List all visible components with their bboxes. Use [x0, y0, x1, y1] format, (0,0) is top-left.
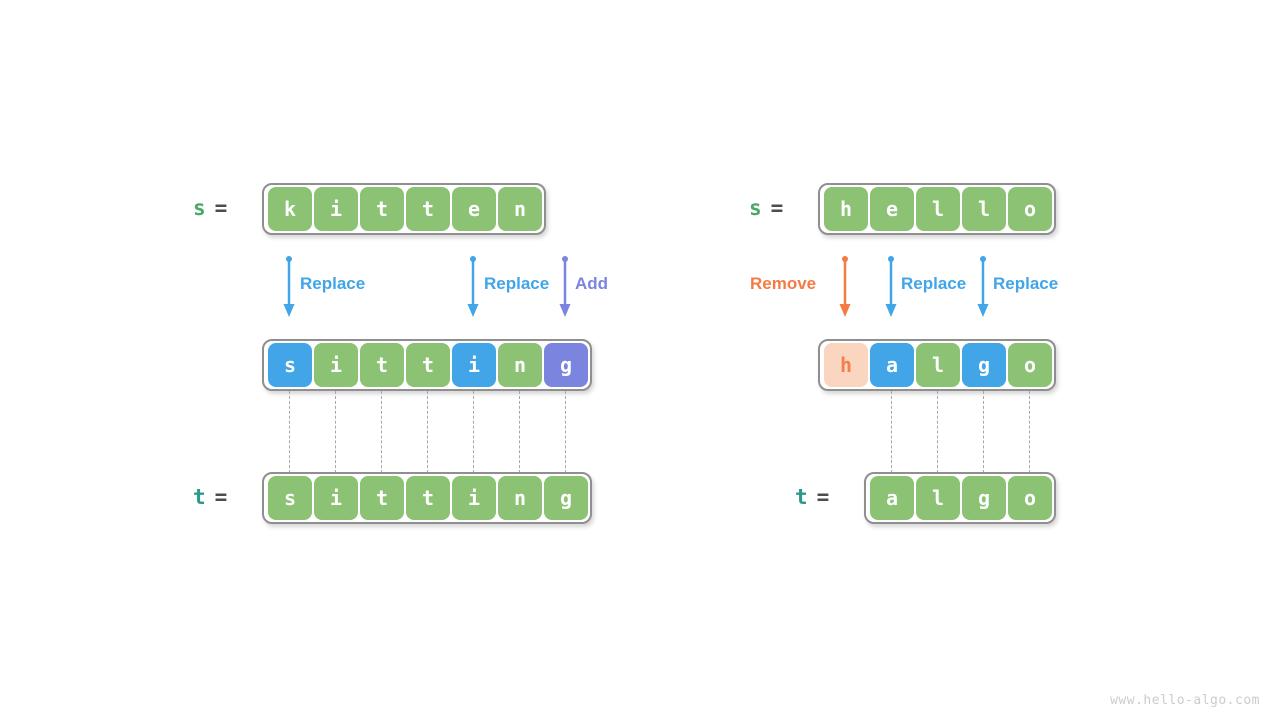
array-cell: g	[962, 476, 1006, 520]
operation-label-replace-1-right: Replace	[901, 274, 967, 293]
connector-line	[381, 391, 382, 473]
connector-line	[1029, 391, 1030, 473]
equals-sign-left-target: =	[214, 485, 228, 509]
target-array-left: s i t t i n g	[262, 472, 592, 524]
array-cell: o	[1008, 476, 1052, 520]
equals-sign-left-source: =	[214, 196, 228, 220]
array-cell: g	[962, 343, 1006, 387]
operation-label-remove: Remove	[750, 274, 817, 293]
connector-line	[565, 391, 566, 473]
equals-sign-right-target: =	[816, 485, 830, 509]
connector-line	[335, 391, 336, 473]
target-label-left: t=	[193, 487, 227, 508]
array-cell: n	[498, 187, 542, 231]
array-cell: h	[824, 343, 868, 387]
array-cell: s	[268, 343, 312, 387]
watermark: www.hello-algo.com	[1110, 693, 1260, 708]
array-cell: k	[268, 187, 312, 231]
source-array-left: k i t t e n	[262, 183, 546, 235]
target-var-name-left: t	[193, 485, 206, 509]
array-cell: i	[452, 343, 496, 387]
array-cell: a	[870, 476, 914, 520]
array-cell: n	[498, 343, 542, 387]
intermediate-array-right: h a l g o	[818, 339, 1056, 391]
operation-label-replace-2-right: Replace	[993, 274, 1059, 293]
array-cell: e	[870, 187, 914, 231]
array-cell: o	[1008, 343, 1052, 387]
connector-line	[891, 391, 892, 473]
array-cell: t	[406, 343, 450, 387]
operation-arrow-replace	[884, 256, 898, 318]
array-cell: l	[916, 343, 960, 387]
array-cell: l	[962, 187, 1006, 231]
array-cell: i	[314, 476, 358, 520]
connector-line	[289, 391, 290, 473]
array-cell: s	[268, 476, 312, 520]
operation-label-replace-1: Replace	[300, 274, 366, 293]
source-var-name-right: s	[749, 196, 762, 220]
connector-line	[983, 391, 984, 473]
array-cell: g	[544, 476, 588, 520]
equals-sign-right-source: =	[770, 196, 784, 220]
intermediate-array-left: s i t t i n g	[262, 339, 592, 391]
operation-arrow-remove	[838, 256, 852, 318]
target-var-name-right: t	[795, 485, 808, 509]
connector-line	[473, 391, 474, 473]
array-cell: l	[916, 476, 960, 520]
source-label-right: s=	[749, 198, 783, 219]
array-cell: n	[498, 476, 542, 520]
array-cell: t	[406, 187, 450, 231]
connector-line	[427, 391, 428, 473]
array-cell: t	[406, 476, 450, 520]
array-cell: t	[360, 187, 404, 231]
target-label-right: t=	[795, 487, 829, 508]
array-cell: t	[360, 476, 404, 520]
array-cell: i	[452, 476, 496, 520]
target-array-right: a l g o	[864, 472, 1056, 524]
source-array-right: h e l l o	[818, 183, 1056, 235]
source-var-name-left: s	[193, 196, 206, 220]
operation-label-replace-2: Replace	[484, 274, 550, 293]
array-cell: t	[360, 343, 404, 387]
source-label-left: s=	[193, 198, 227, 219]
array-cell: i	[314, 343, 358, 387]
operation-arrow-replace	[976, 256, 990, 318]
array-cell: e	[452, 187, 496, 231]
array-cell: g	[544, 343, 588, 387]
array-cell: o	[1008, 187, 1052, 231]
connector-line	[937, 391, 938, 473]
array-cell: l	[916, 187, 960, 231]
operation-arrow-add	[558, 256, 572, 318]
operation-arrow-replace	[282, 256, 296, 318]
array-cell: a	[870, 343, 914, 387]
operation-arrow-replace	[466, 256, 480, 318]
array-cell: h	[824, 187, 868, 231]
connector-line	[519, 391, 520, 473]
operation-label-add: Add	[575, 274, 609, 293]
array-cell: i	[314, 187, 358, 231]
